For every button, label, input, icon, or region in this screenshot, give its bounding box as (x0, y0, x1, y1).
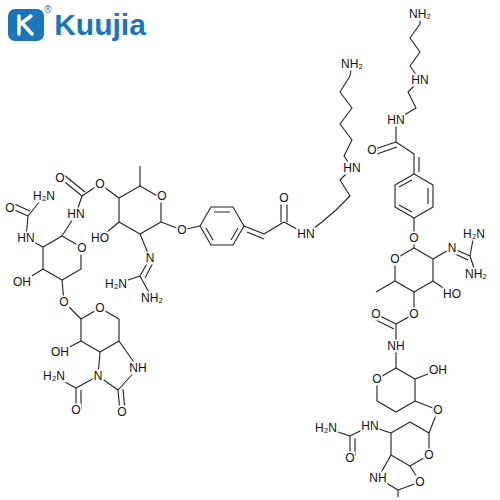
atom-label: NH₂ (408, 8, 432, 21)
atom-label: O (344, 452, 355, 465)
atom-label: O (366, 144, 377, 157)
atom-label: O (370, 308, 381, 321)
atom-label: HN (66, 208, 85, 221)
atom-label: O (156, 190, 167, 203)
atom-label: HO (442, 288, 462, 301)
atom-label: NH₂ (340, 58, 364, 71)
atom-label: O (94, 302, 105, 315)
right-molecule (326, 14, 476, 497)
atom-label: O (176, 224, 187, 237)
atom-label: O (371, 373, 382, 386)
atom-label: OH (50, 346, 70, 359)
atom-label: N (145, 252, 156, 265)
atom-label: NH₂ (464, 268, 488, 281)
atom-label: HN (296, 228, 315, 241)
trademark-mark: ® (43, 3, 52, 14)
atom-label: HN (342, 162, 361, 175)
atom-label: NH₂ (140, 292, 164, 305)
atom-label: H₂N (462, 228, 486, 241)
atom-label: O (278, 192, 289, 205)
atom-label: O (423, 449, 434, 462)
atom-label: HN (360, 420, 379, 433)
atom-label: OH (12, 276, 32, 289)
logo-icon (8, 9, 44, 41)
atom-label: HN (386, 114, 405, 127)
atom-label: N (93, 370, 104, 383)
atom-label: O (389, 253, 400, 266)
brand-name: Kuujia (54, 9, 146, 41)
atom-label: NH (368, 472, 387, 485)
atom-label: O (76, 242, 87, 255)
atom-label: H₂N (314, 422, 338, 435)
atom-label: HN (410, 74, 429, 87)
atom-label: O (4, 202, 15, 215)
left-molecule (10, 64, 352, 412)
atom-label: H₂N (32, 190, 56, 203)
atom-label: OH (428, 364, 448, 377)
atom-label: O (408, 308, 419, 321)
atom-label: O (58, 296, 69, 309)
atom-label: H₂N (104, 278, 128, 291)
atom-label: HO (90, 232, 110, 245)
atom-label: O (70, 404, 81, 417)
atom-label: O (432, 404, 443, 417)
atom-label: NH (386, 340, 405, 353)
atom-label: O (54, 172, 65, 185)
atom-label: N (447, 242, 458, 255)
atom-label: O (414, 476, 425, 489)
atom-label: O (408, 232, 419, 245)
atom-label: NH (128, 362, 147, 375)
atom-label: H₂N (42, 370, 66, 383)
atom-label: O (116, 406, 127, 419)
atom-label: HN (16, 232, 35, 245)
atom-label: O (94, 178, 105, 191)
